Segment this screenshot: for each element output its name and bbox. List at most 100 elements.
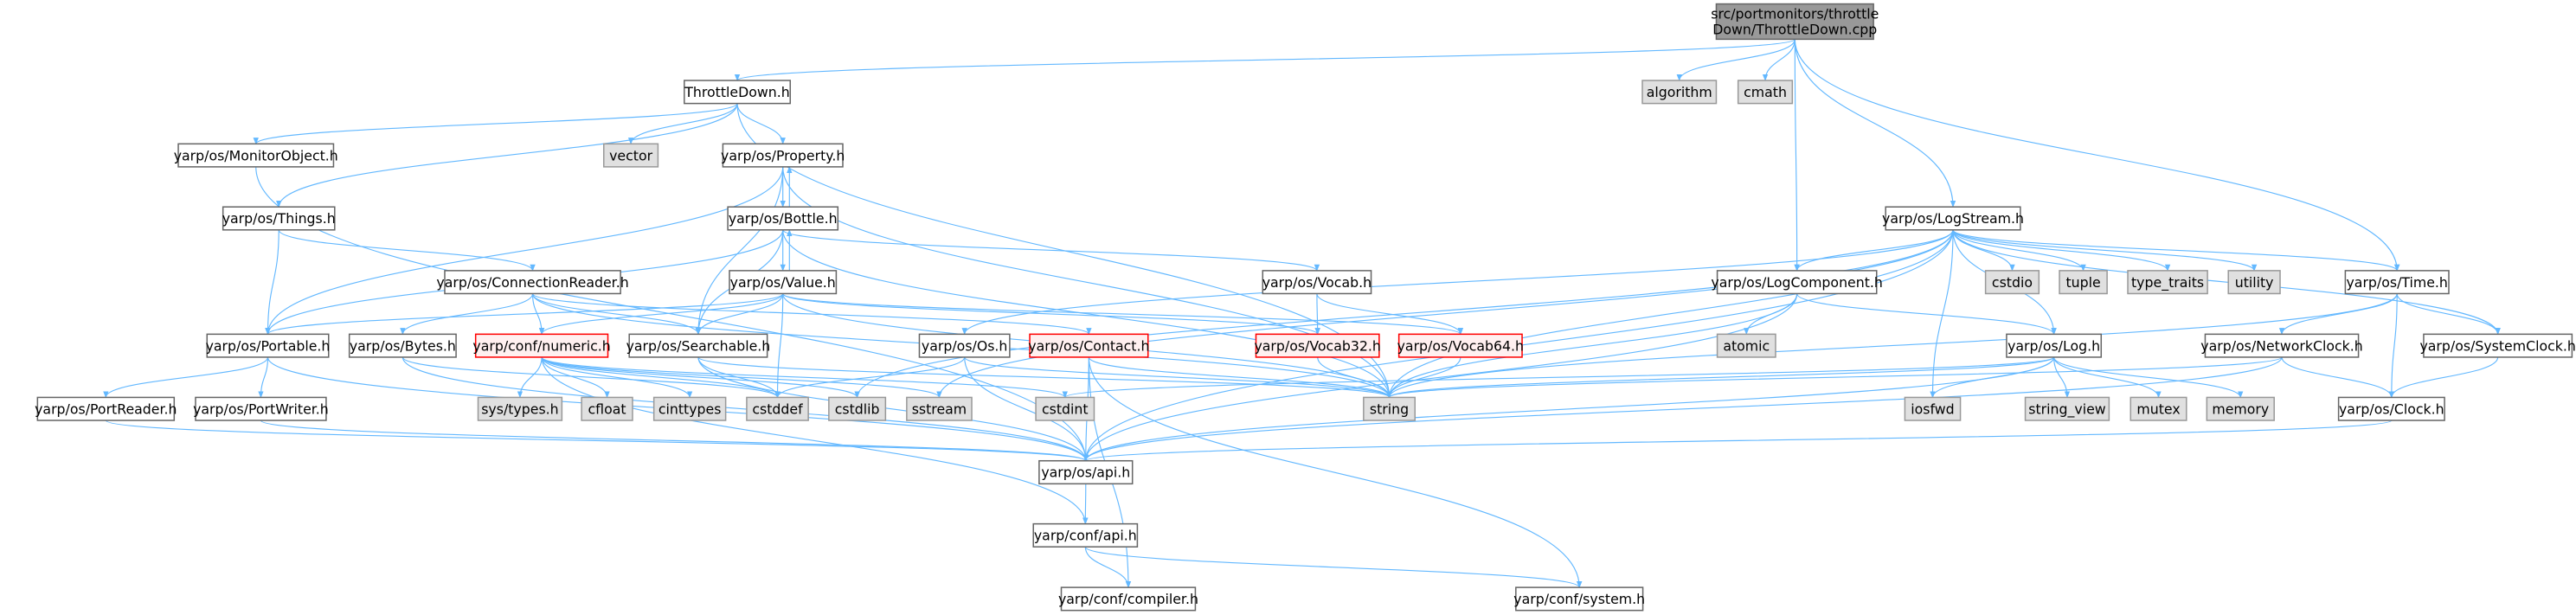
node-os-h[interactable]: yarp/os/Os.h [918, 333, 1011, 358]
node-label: Down/ThrottleDown.cpp [1712, 22, 1877, 38]
node-cinttypes: cinttypes [652, 396, 727, 421]
node-box [1716, 333, 1776, 358]
node-box [1363, 396, 1416, 421]
node-box [1515, 586, 1644, 612]
edge-log-h-to-memory [2053, 356, 2244, 399]
node-memory: memory [2206, 396, 2275, 421]
node-monitorobject-h[interactable]: yarp/os/MonitorObject.h [174, 143, 338, 168]
node-portwriter-h[interactable]: yarp/os/PortWriter.h [193, 396, 329, 421]
node-vocab32-h[interactable]: yarp/os/Vocab32.h [1254, 333, 1381, 358]
edge-value-h-to-cstddef [774, 293, 784, 399]
node-property-h[interactable]: yarp/os/Property.h [721, 143, 845, 168]
node-system-h[interactable]: yarp/conf/system.h [1513, 586, 1645, 612]
edge-log-h-to-mutex [2053, 356, 2162, 399]
node-label: yarp/os/Things.h [222, 210, 336, 227]
edge-connectionreader-h-to-numeric-h [531, 293, 545, 336]
node-bytes-h[interactable]: yarp/os/Bytes.h [348, 333, 457, 358]
node-vocab64-h[interactable]: yarp/os/Vocab64.h [1397, 333, 1524, 358]
edge-connectionreader-h-to-searchable-h [531, 293, 702, 336]
node-box [746, 396, 809, 421]
edge-logstream-h-to-iosfwd [1930, 229, 1954, 399]
edge-networkclock-h-to-clock-h [2281, 356, 2394, 399]
node-label: yarp/os/Os.h [922, 337, 1008, 354]
edge-searchable-h-to-os-api-h [697, 356, 1089, 462]
node-label: vector [609, 147, 652, 163]
node-label: cstddef [752, 400, 803, 417]
edge-cpp-to-cmath [1762, 39, 1795, 81]
node-box [1737, 80, 1794, 105]
node-time-h[interactable]: yarp/os/Time.h [2344, 270, 2450, 295]
edge-time-h-to-string [1386, 293, 2398, 399]
node-cstdint: cstdint [1035, 396, 1095, 421]
node-searchable-h[interactable]: yarp/os/Searchable.h [626, 333, 771, 358]
node-things-h[interactable]: yarp/os/Things.h [222, 206, 336, 231]
edge-os-h-to-cstddef [774, 356, 966, 399]
node-box [2337, 396, 2445, 421]
node-box [474, 333, 609, 358]
node-numeric-h[interactable]: yarp/conf/numeric.h [472, 333, 611, 358]
node-label: yarp/os/MonitorObject.h [174, 147, 338, 163]
edge-portreader-h-to-os-api-h [105, 420, 1089, 462]
node-throttledown-h[interactable]: ThrottleDown.h [684, 80, 792, 105]
node-algorithm: algorithm [1641, 80, 1718, 105]
node-box [603, 143, 659, 168]
node-networkclock-h[interactable]: yarp/os/NetworkClock.h [2200, 333, 2363, 358]
node-label: yarp/os/Vocab32.h [1254, 337, 1380, 354]
node-label: cstdio [1992, 274, 2033, 291]
node-label: type_traits [2131, 274, 2204, 291]
node-vocab-h[interactable]: yarp/os/Vocab.h [1262, 270, 1372, 295]
edge-vocab-h-to-vocab64-h [1316, 293, 1463, 336]
node-label: yarp/os/Contact.h [1028, 337, 1149, 354]
edge-networkclock-h-to-os-api-h [1082, 356, 2283, 462]
node-cfloat: cfloat [581, 396, 633, 421]
edge-contact-h-to-system-h [1088, 356, 1583, 588]
node-bottle-h[interactable]: yarp/os/Bottle.h [727, 206, 839, 231]
node-box [1715, 3, 1874, 41]
node-box [206, 333, 330, 358]
node-label: atomic [1723, 337, 1770, 354]
edge-value-h-to-portable-h [265, 292, 784, 336]
node-label: algorithm [1647, 84, 1712, 100]
edge-searchable-h-to-string [697, 356, 1392, 399]
node-label: yarp/os/NetworkClock.h [2200, 337, 2362, 354]
edge-bytes-h-to-os-api-h [401, 356, 1089, 462]
node-clock-h[interactable]: yarp/os/Clock.h [2337, 396, 2445, 421]
node-label: cstdint [1042, 400, 1089, 417]
node-value-h[interactable]: yarp/os/Value.h [729, 270, 838, 295]
edge-portable-h-to-portreader-h [103, 356, 269, 399]
node-logcomponent-h[interactable]: yarp/os/LogComponent.h [1711, 270, 1883, 295]
edge-logcomponent-h-to-os-api-h [1082, 293, 1798, 462]
edge-log-h-to-os-api-h [1082, 356, 2055, 462]
node-label: yarp/os/Portable.h [206, 337, 331, 354]
edge-cpp-to-throttledown-h [735, 38, 1795, 81]
edge-numeric-h-to-cstddef [541, 356, 781, 399]
edge-logstream-h-to-sstream [936, 229, 1954, 399]
node-contact-h[interactable]: yarp/os/Contact.h [1028, 333, 1149, 358]
edge-numeric-h-to-systypes-h [517, 356, 543, 399]
edge-logstream-h-to-cstdlib [854, 229, 1954, 399]
node-box [2204, 333, 2360, 358]
node-label: yarp/os/Searchable.h [626, 337, 771, 354]
edge-os-h-to-os-api-h [964, 356, 1089, 462]
node-logstream-h[interactable]: yarp/os/LogStream.h [1882, 206, 2024, 231]
node-cpp[interactable]: src/portmonitors/throttleDown/ThrottleDo… [1711, 3, 1879, 41]
edge-time-h-to-systemclock-h [2396, 293, 2501, 336]
edge-bytes-h-to-cstddef [401, 356, 781, 399]
edge-logstream-h-to-cstdio [1952, 229, 2015, 272]
node-label: src/portmonitors/throttle [1711, 6, 1879, 22]
node-label: string [1370, 400, 1409, 417]
node-os-api-h[interactable]: yarp/os/api.h [1038, 459, 1134, 485]
edge-portwriter-h-to-os-api-h [260, 420, 1089, 462]
node-systemclock-h[interactable]: yarp/os/SystemClock.h [2419, 333, 2576, 358]
node-connectionreader-h[interactable]: yarp/os/ConnectionReader.h [436, 270, 629, 295]
node-label: cmath [1744, 84, 1787, 100]
node-box [36, 396, 176, 421]
node-label: yarp/os/SystemClock.h [2419, 337, 2575, 354]
edge-logstream-h-to-string [1386, 229, 1954, 399]
edge-os-h-to-string [964, 356, 1392, 399]
node-compiler-h[interactable]: yarp/conf/compiler.h [1058, 586, 1198, 612]
node-log-h[interactable]: yarp/os/Log.h [2006, 333, 2103, 358]
node-portable-h[interactable]: yarp/os/Portable.h [206, 333, 331, 358]
node-conf-api-h[interactable]: yarp/conf/api.h [1032, 522, 1139, 548]
node-portreader-h[interactable]: yarp/os/PortReader.h [35, 396, 177, 421]
